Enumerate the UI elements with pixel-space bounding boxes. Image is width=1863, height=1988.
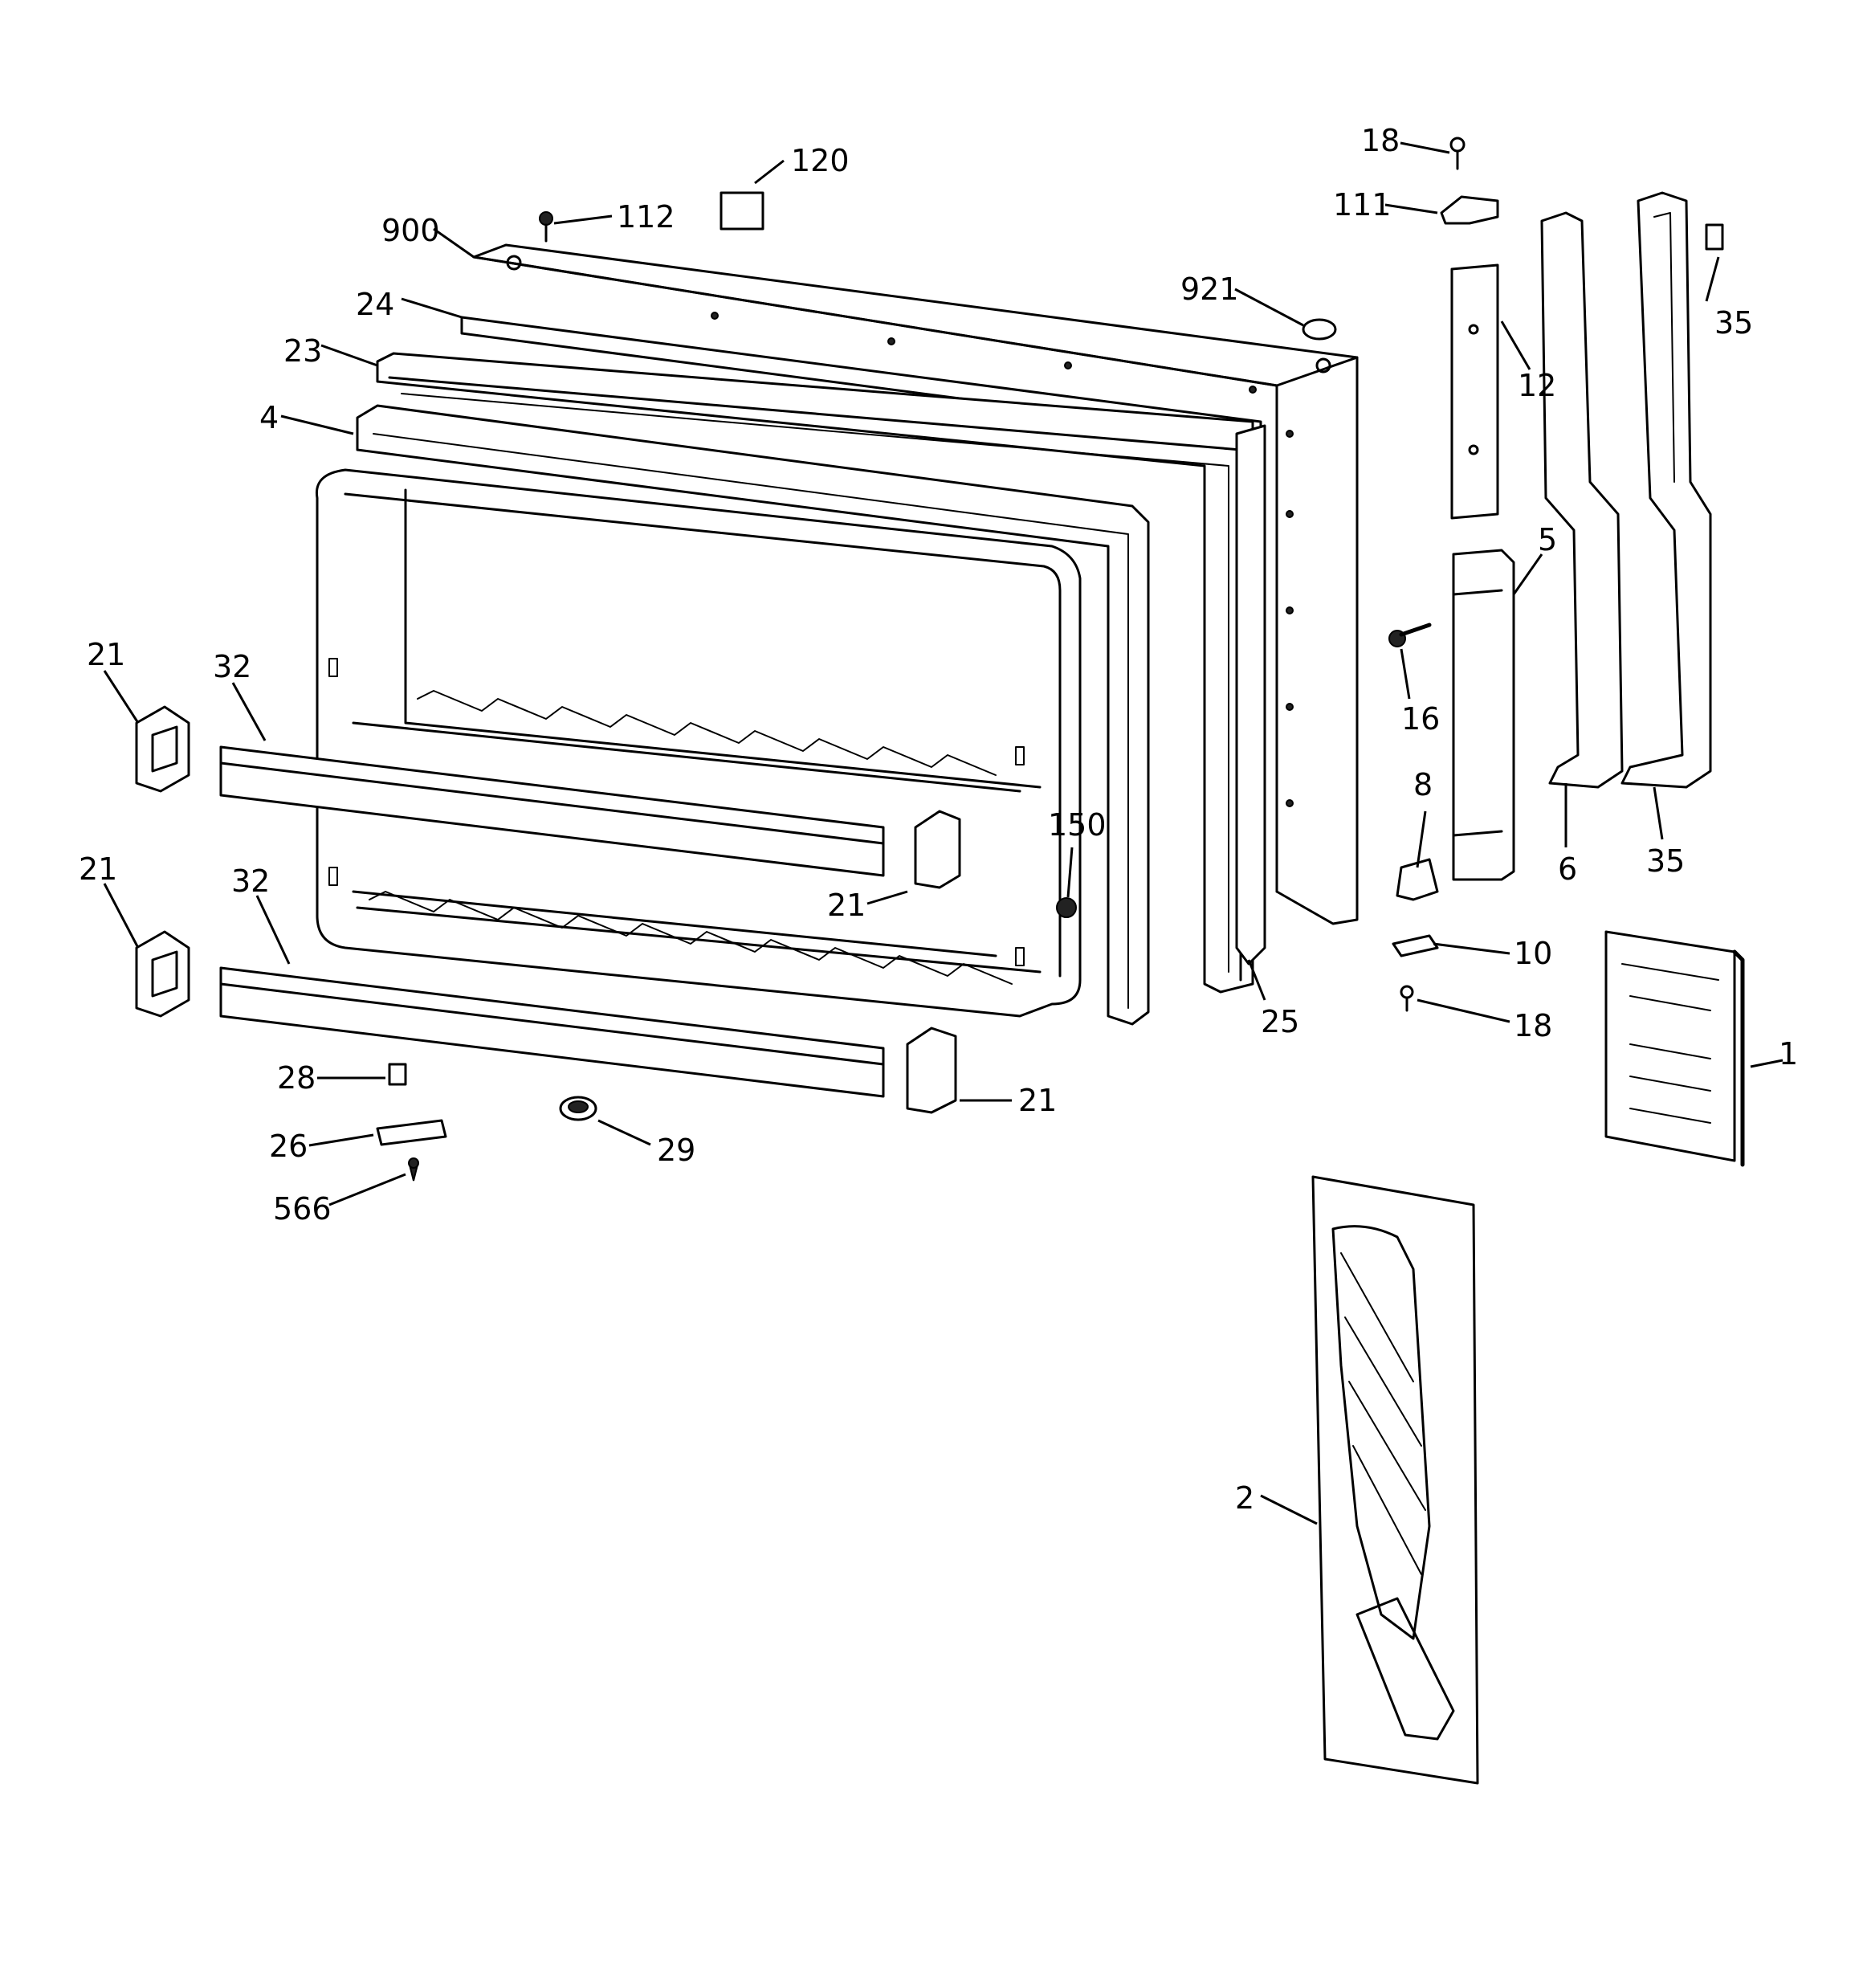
plug-120 <box>720 191 764 231</box>
bracket-8 <box>1396 858 1439 901</box>
callout-900: 900 <box>381 213 440 248</box>
leader-lines <box>103 141 1784 1525</box>
outer-door-panel <box>472 243 1359 925</box>
callout-labels: 120 112 900 24 23 4 921 18 111 12 35 5 1… <box>79 123 1798 1516</box>
callout-32-upper: 32 <box>213 649 251 684</box>
door-liner-25 <box>1235 424 1266 965</box>
handle-5 <box>1452 549 1515 881</box>
callout-35-top: 35 <box>1714 305 1753 341</box>
shelf-rail-lower <box>219 966 885 1098</box>
callout-150: 150 <box>1048 807 1107 843</box>
callout-21-upper-left: 21 <box>87 637 125 672</box>
callout-21-lower-left: 21 <box>79 851 117 887</box>
rail-end-cap <box>914 810 961 889</box>
door-liner-tub <box>315 468 1082 1018</box>
callout-12: 12 <box>1518 368 1556 403</box>
callout-111: 111 <box>1333 187 1392 222</box>
callout-26: 26 <box>269 1129 308 1164</box>
door-liner-frame-4 <box>356 404 1150 1026</box>
plug-29 <box>559 1096 597 1121</box>
callout-2: 2 <box>1235 1480 1254 1516</box>
rail-end-cap <box>906 1027 957 1114</box>
callout-16: 16 <box>1401 701 1440 737</box>
hinge-plate-26 <box>376 1119 447 1146</box>
rail-end-cap <box>135 930 190 1018</box>
callout-112: 112 <box>617 199 675 235</box>
rail-end-cap <box>135 705 190 793</box>
callout-25: 25 <box>1261 1004 1299 1039</box>
screw-28 <box>388 1063 407 1086</box>
clip-35 <box>1705 223 1724 251</box>
owners-manual-1 <box>1604 930 1745 1167</box>
callout-18-bottom: 18 <box>1514 1008 1552 1043</box>
callout-21-lower-right: 21 <box>1018 1083 1057 1118</box>
callout-10: 10 <box>1514 936 1552 971</box>
cap-921 <box>1302 318 1337 341</box>
callout-120: 120 <box>791 143 850 178</box>
handle-bar-6 <box>1540 211 1624 789</box>
screw-18-bottom <box>1400 985 1414 1012</box>
shelf-rail-upper <box>219 745 885 877</box>
screw-18-top <box>1449 137 1466 170</box>
callout-921: 921 <box>1180 271 1239 307</box>
callout-18-top: 18 <box>1361 123 1400 158</box>
handle-mount-12 <box>1450 263 1499 520</box>
callout-23: 23 <box>283 333 322 369</box>
callout-1: 1 <box>1779 1036 1798 1072</box>
handle-end-cap-111 <box>1440 195 1499 225</box>
callout-35-bottom: 35 <box>1646 843 1685 879</box>
screw-150 <box>1056 897 1077 918</box>
screw-16 <box>1388 623 1432 647</box>
callout-32-lower: 32 <box>231 863 270 899</box>
callout-24: 24 <box>356 287 394 322</box>
callout-5: 5 <box>1538 522 1557 557</box>
packaged-handle-2 <box>1311 1175 1479 1785</box>
callout-4: 4 <box>259 400 279 435</box>
callout-29: 29 <box>657 1133 695 1168</box>
callout-6: 6 <box>1558 851 1577 887</box>
callout-8: 8 <box>1413 767 1433 802</box>
screw-566 <box>408 1157 419 1182</box>
callout-21-upper-right: 21 <box>827 888 866 923</box>
handle-trim-35 <box>1620 191 1712 789</box>
callout-28: 28 <box>277 1060 316 1096</box>
screw-112 <box>539 211 553 243</box>
bracket-10 <box>1392 934 1439 957</box>
callout-566: 566 <box>273 1191 332 1227</box>
